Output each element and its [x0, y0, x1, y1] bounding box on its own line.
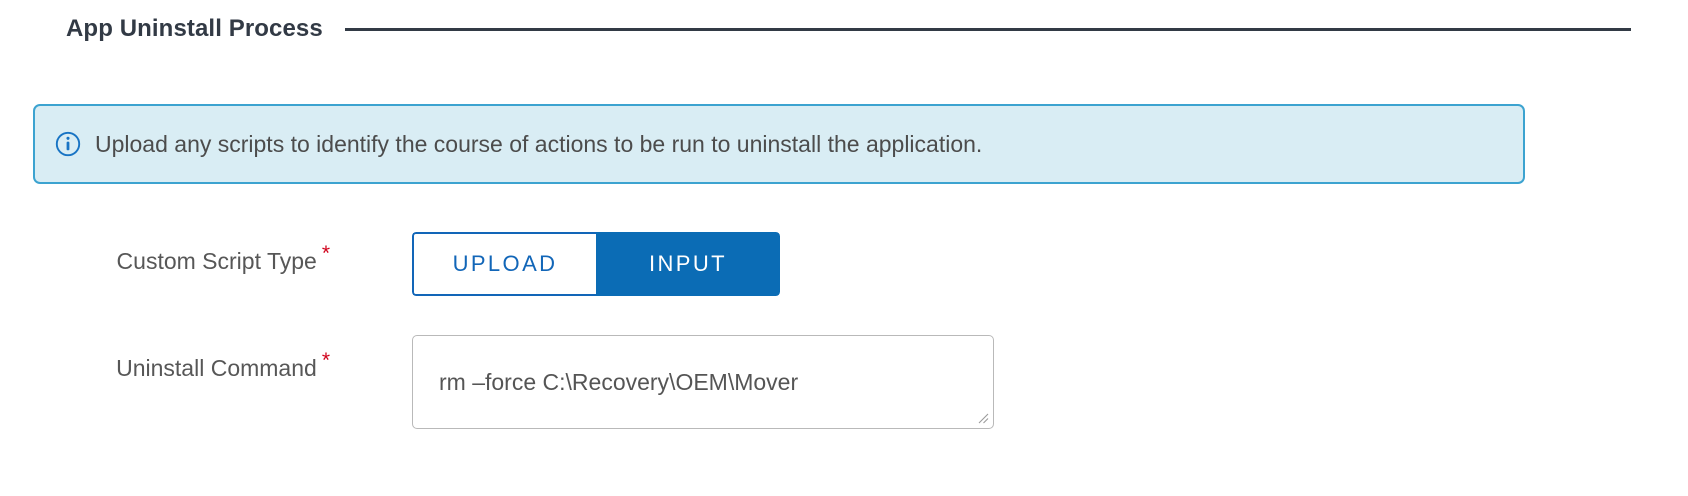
required-asterisk: * [321, 242, 330, 266]
toggle-option-input[interactable]: INPUT [596, 232, 780, 296]
script-type-toggle-group: UPLOAD INPUT [412, 232, 780, 296]
uninstall-command-textarea[interactable]: rm –force C:\Recovery\OEM\Mover [412, 335, 994, 429]
header-divider [344, 27, 1631, 31]
resize-handle-icon[interactable] [976, 411, 989, 424]
toggle-option-upload[interactable]: UPLOAD [412, 232, 596, 296]
field-row-custom-script-type: Custom Script Type* UPLOAD INPUT [0, 232, 780, 296]
info-circle-icon [55, 131, 81, 157]
section-header: App Uninstall Process [0, 8, 1688, 50]
info-banner-message: Upload any scripts to identify the cours… [95, 130, 983, 157]
uninstall-command-control: rm –force C:\Recovery\OEM\Mover [412, 335, 994, 429]
uninstall-command-label: Uninstall Command* [0, 335, 330, 382]
page-title: App Uninstall Process [66, 15, 323, 42]
uninstall-command-label-text: Uninstall Command [116, 355, 317, 381]
required-asterisk: * [321, 349, 330, 373]
info-banner: Upload any scripts to identify the cours… [33, 104, 1525, 184]
uninstall-command-value: rm –force C:\Recovery\OEM\Mover [439, 369, 799, 395]
custom-script-type-label-text: Custom Script Type [116, 248, 317, 274]
custom-script-type-label: Custom Script Type* [0, 232, 330, 275]
custom-script-type-control: UPLOAD INPUT [412, 232, 780, 296]
field-row-uninstall-command: Uninstall Command* rm –force C:\Recovery… [0, 335, 994, 429]
